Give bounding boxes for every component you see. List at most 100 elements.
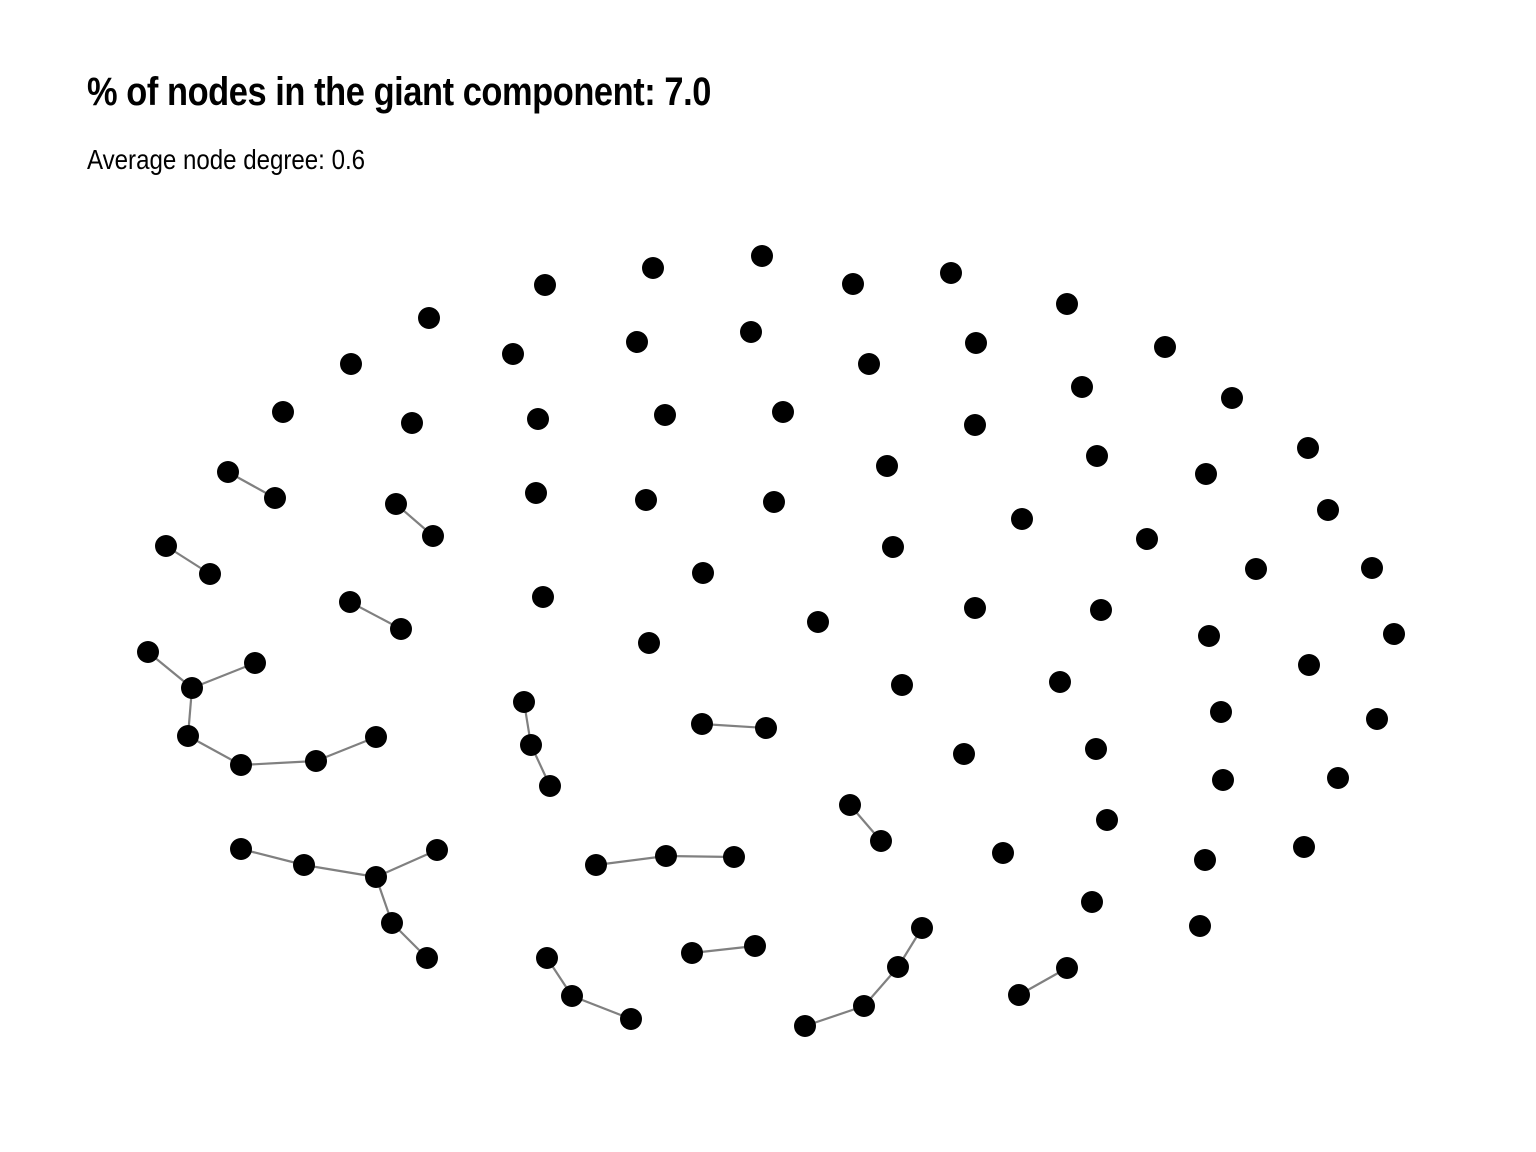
node [1081, 891, 1103, 913]
node [340, 353, 362, 375]
node [1210, 701, 1232, 723]
node [272, 401, 294, 423]
node [1293, 836, 1315, 858]
node [1198, 625, 1220, 647]
node [772, 401, 794, 423]
node [655, 845, 677, 867]
node [365, 726, 387, 748]
chart-title: % of nodes in the giant component: 7.0 [87, 70, 711, 114]
node [882, 536, 904, 558]
node [887, 956, 909, 978]
node [1245, 558, 1267, 580]
node [965, 332, 987, 354]
node [137, 641, 159, 663]
node [635, 489, 657, 511]
node [385, 493, 407, 515]
node [401, 412, 423, 434]
node [763, 491, 785, 513]
node [1056, 293, 1078, 315]
edge [665, 854, 735, 859]
node [244, 652, 266, 674]
node [794, 1015, 816, 1037]
node [381, 912, 403, 934]
node [513, 691, 535, 713]
node [964, 597, 986, 619]
node [654, 404, 676, 426]
node [842, 273, 864, 295]
edge [303, 863, 377, 879]
node [723, 846, 745, 868]
node [620, 1008, 642, 1030]
edge [375, 848, 438, 879]
node [807, 611, 829, 633]
edge-layer [147, 471, 1068, 1028]
node [1049, 671, 1071, 693]
node [870, 830, 892, 852]
node [426, 839, 448, 861]
node [638, 632, 660, 654]
node [964, 414, 986, 436]
node [502, 343, 524, 365]
node [539, 775, 561, 797]
node [536, 947, 558, 969]
node [876, 455, 898, 477]
node [177, 725, 199, 747]
node [585, 854, 607, 876]
node [953, 743, 975, 765]
node [525, 482, 547, 504]
node [1085, 738, 1107, 760]
node [390, 618, 412, 640]
node [1297, 437, 1319, 459]
node [534, 274, 556, 296]
node [1011, 508, 1033, 530]
node [626, 331, 648, 353]
edge [595, 854, 667, 867]
node [755, 717, 777, 739]
node [1189, 915, 1211, 937]
node [1327, 767, 1349, 789]
node [1056, 957, 1078, 979]
node [1194, 849, 1216, 871]
node [264, 487, 286, 509]
node [1071, 376, 1093, 398]
node [751, 245, 773, 267]
node [853, 995, 875, 1017]
node-layer [137, 245, 1405, 1037]
node [230, 838, 252, 860]
edge [240, 759, 317, 767]
node [744, 935, 766, 957]
node [1383, 623, 1405, 645]
node [940, 262, 962, 284]
node [305, 750, 327, 772]
node [1212, 769, 1234, 791]
node [339, 591, 361, 613]
node [911, 917, 933, 939]
node [891, 674, 913, 696]
node [1096, 809, 1118, 831]
node [1086, 445, 1108, 467]
node [416, 947, 438, 969]
node [365, 866, 387, 888]
node [1221, 387, 1243, 409]
node [1317, 499, 1339, 521]
node [1366, 708, 1388, 730]
node [217, 461, 239, 483]
node [1090, 599, 1112, 621]
node [1154, 336, 1176, 358]
node [422, 525, 444, 547]
chart-subtitle: Average node degree: 0.6 [87, 144, 366, 175]
node [532, 586, 554, 608]
node [740, 321, 762, 343]
node [839, 794, 861, 816]
node [230, 754, 252, 776]
node [1136, 528, 1158, 550]
node [181, 677, 203, 699]
node [199, 563, 221, 585]
node [561, 985, 583, 1007]
node [642, 257, 664, 279]
node [681, 942, 703, 964]
node [1008, 984, 1030, 1006]
node [992, 842, 1014, 864]
